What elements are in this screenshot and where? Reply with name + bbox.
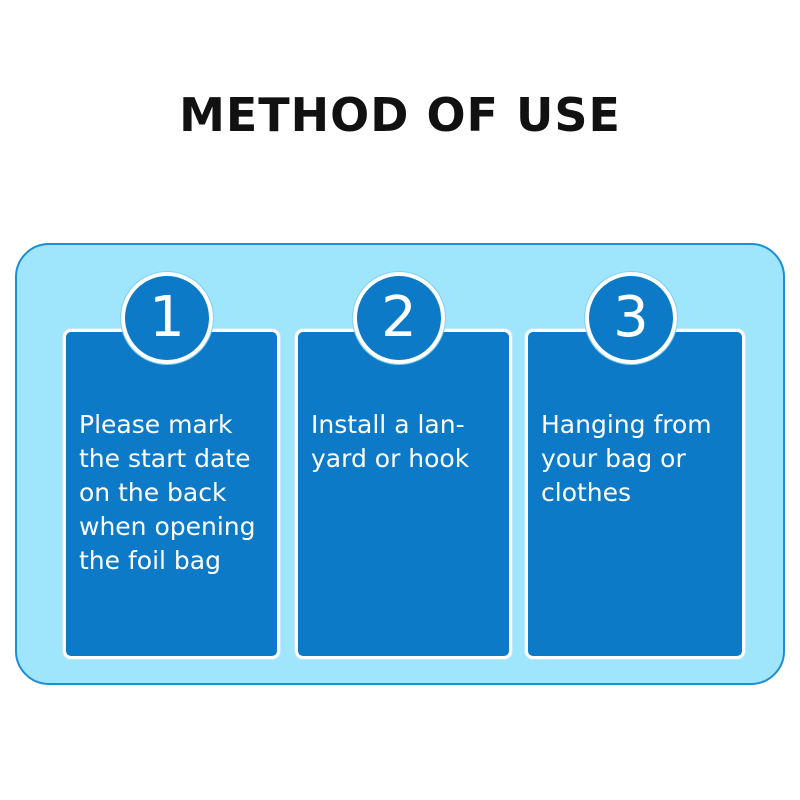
step-2-number-badge: 2 [353, 272, 445, 364]
step-2-text: Install a lan- yard or hook [311, 410, 470, 473]
step-card-1: Please mark the start date on the back w… [63, 329, 280, 659]
step-card-2: Install a lan- yard or hook [295, 329, 512, 659]
step-3-number-badge: 3 [585, 272, 677, 364]
page-title: METHOD OF USE [179, 88, 621, 142]
step-1-number-badge: 1 [121, 272, 213, 364]
step-1-text: Please mark the start date on the back w… [79, 410, 256, 575]
step-3-text: Hanging from your bag or clothes [541, 410, 712, 507]
step-card-3: Hanging from your bag or clothes [525, 329, 745, 659]
